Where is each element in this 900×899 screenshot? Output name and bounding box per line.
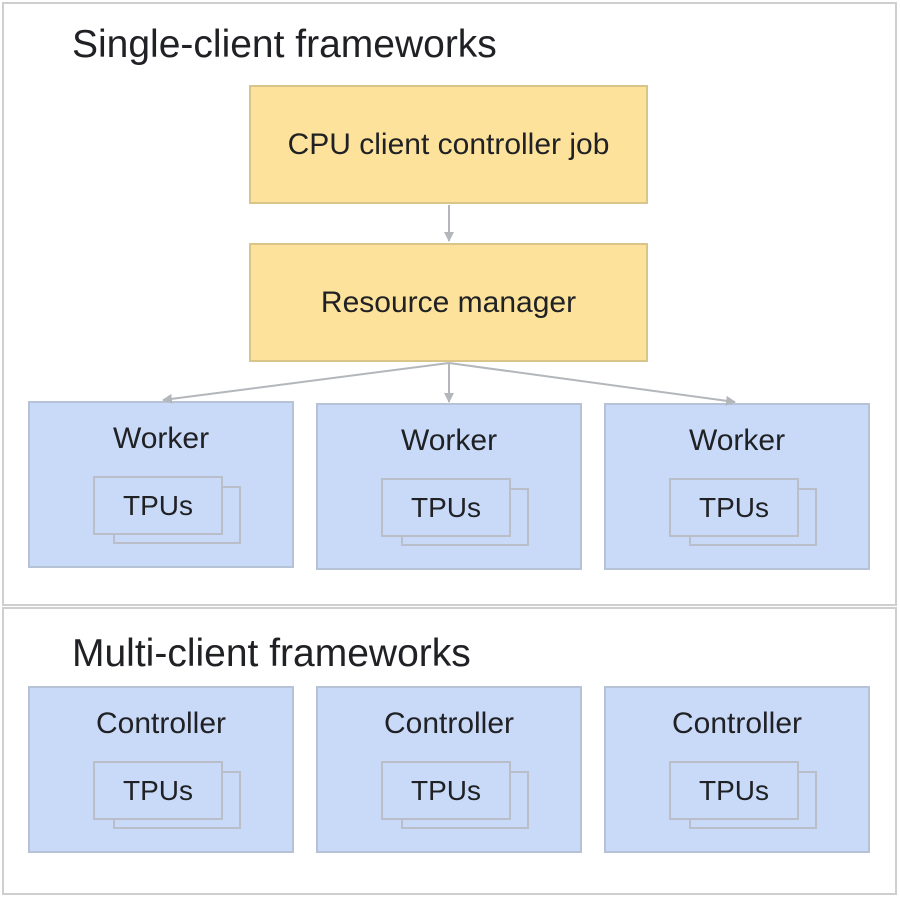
worker-label: Worker [400,424,498,457]
worker-box: Worker TPUs [28,401,294,568]
controller-label: Controller [671,707,803,740]
tpu-box: TPUs [381,761,511,820]
tpu-box: TPUs [381,478,511,537]
controller-label: Controller [383,707,515,740]
tpu-box: TPUs [93,476,223,535]
controller-box: Controller TPUs [604,686,870,853]
worker-label: Worker [112,422,210,455]
controller-box: Controller TPUs [316,686,582,853]
single-client-title: Single-client frameworks [72,23,497,66]
tpu-box: TPUs [93,761,223,820]
worker-label: Worker [688,424,786,457]
tpu-box: TPUs [669,478,799,537]
worker-box: Worker TPUs [316,403,582,570]
multi-client-title: Multi-client frameworks [72,632,471,675]
tpu-label: TPUs [123,774,193,806]
resource-manager-box: Resource manager [249,243,648,362]
cpu-client-controller-job-label: CPU client controller job [287,127,610,161]
tpu-label: TPUs [699,491,769,523]
tpu-label: TPUs [411,774,481,806]
tpu-label: TPUs [123,489,193,521]
worker-box: Worker TPUs [604,403,870,570]
controller-label: Controller [95,707,227,740]
tpu-box: TPUs [669,761,799,820]
tpu-label: TPUs [699,774,769,806]
tpu-label: TPUs [411,491,481,523]
cpu-client-controller-job-box: CPU client controller job [249,85,648,204]
controller-box: Controller TPUs [28,686,294,853]
resource-manager-label: Resource manager [320,285,577,319]
